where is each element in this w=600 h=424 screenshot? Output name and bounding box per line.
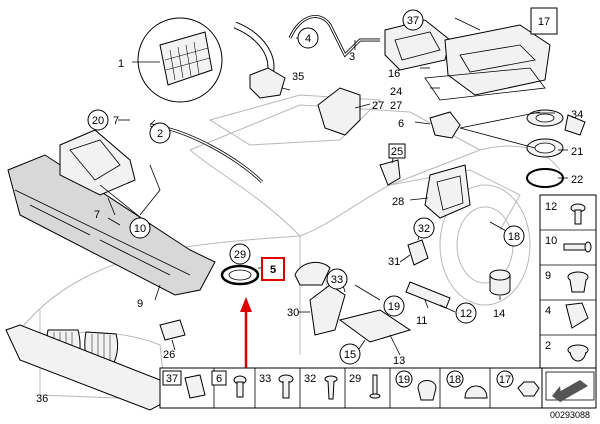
callout-4: 4 <box>305 33 311 45</box>
callout-13: 13 <box>393 355 405 367</box>
pad-15 <box>338 309 412 343</box>
callout-5: 5 <box>270 264 276 276</box>
detail-inset <box>137 17 275 103</box>
bracket-6 <box>429 111 461 139</box>
legend-10: 10 <box>545 235 557 247</box>
callout-18: 18 <box>508 231 520 243</box>
screw-6-icon <box>233 375 247 398</box>
callout-15: 15 <box>344 349 356 361</box>
drawing-number-block: 00293088 <box>545 371 595 420</box>
circled-callouts: 4 2 20 10 29 33 32 19 12 15 18 37 <box>87 9 525 365</box>
plug-19-icon <box>417 380 437 401</box>
clip-4-icon <box>565 302 589 329</box>
callout-25: 25 <box>391 146 403 158</box>
filler-flap <box>424 164 471 219</box>
legend-32: 32 <box>304 373 316 385</box>
bracket-30 <box>309 284 346 336</box>
legend-12: 12 <box>545 201 557 213</box>
bracket-35 <box>249 67 286 99</box>
leader-lines <box>107 15 568 356</box>
clip-26 <box>159 319 186 341</box>
callout-11: 11 <box>416 315 427 327</box>
callout-26: 26 <box>163 349 175 361</box>
callout-3: 3 <box>349 51 355 63</box>
callout-2: 2 <box>157 128 163 140</box>
callout-14: 14 <box>493 308 505 320</box>
legend-29: 29 <box>349 373 361 385</box>
boxed-callouts: 17 25 5 <box>261 7 558 281</box>
grommet-2-icon <box>567 344 589 362</box>
callout-27: 27 <box>372 100 384 112</box>
callout-17: 17 <box>538 16 550 28</box>
highlight-arrow <box>240 297 252 375</box>
callout-27b: 27 <box>390 100 402 112</box>
callout-20: 20 <box>92 115 104 127</box>
callout-29: 29 <box>234 249 246 261</box>
callout-31: 31 <box>388 256 400 268</box>
legend-18: 18 <box>449 374 461 386</box>
legend-9: 9 <box>545 270 551 282</box>
callout-16: 16 <box>388 68 400 80</box>
callout-labels: 1 7 3 35 27 23 16 24 27 6 34 21 22 28 7 … <box>36 16 583 405</box>
seal-24 <box>424 67 546 101</box>
callout-32: 32 <box>418 223 430 235</box>
callout-6: 6 <box>398 118 404 130</box>
callout-9: 9 <box>137 298 143 310</box>
callout-36: 36 <box>36 393 48 405</box>
clip-31 <box>407 239 429 266</box>
legend-33: 33 <box>259 373 271 385</box>
bracket-25 <box>379 159 401 186</box>
callout-33: 33 <box>331 274 343 286</box>
screw-33-icon <box>278 374 294 399</box>
bracket-27 <box>317 87 361 136</box>
callout-34: 34 <box>571 109 583 121</box>
callout-12: 12 <box>460 308 472 320</box>
callout-37: 37 <box>407 15 419 27</box>
ring-parts <box>526 109 586 188</box>
side-legend: 12 10 9 4 2 <box>539 194 597 371</box>
legend-37: 37 <box>166 373 178 385</box>
callout-30: 30 <box>287 307 299 319</box>
callout-1: 1 <box>118 58 124 70</box>
callout-22: 22 <box>571 174 583 186</box>
pin-10-icon <box>563 241 592 253</box>
legend-19: 19 <box>398 374 410 386</box>
drawing-number: 00293088 <box>550 410 590 420</box>
bottom-legend: 37 6 33 32 29 19 18 <box>159 367 543 409</box>
legend-17: 17 <box>499 374 511 386</box>
strip-11 <box>405 281 451 309</box>
screw-32-icon <box>324 375 338 400</box>
clip-9-icon <box>567 271 589 293</box>
side-mirror <box>294 261 331 286</box>
spring-clip-icon <box>184 374 206 399</box>
pin-29-icon <box>369 374 381 399</box>
callout-28: 28 <box>392 196 404 208</box>
legend-4: 4 <box>545 305 551 317</box>
callout-10: 10 <box>134 223 146 235</box>
callout-24: 24 <box>390 86 402 98</box>
cap-18-icon <box>464 385 488 399</box>
bolt-12-icon <box>570 203 586 225</box>
cap-14 <box>489 269 511 296</box>
callout-19c: 19 <box>388 301 400 313</box>
callout-8: 7 <box>113 115 119 127</box>
cowl-panel-edge <box>14 189 191 276</box>
nut-17-icon <box>517 381 540 397</box>
callout-35: 35 <box>292 71 304 83</box>
legend-2: 2 <box>545 340 551 352</box>
legend-6: 6 <box>216 373 222 385</box>
callout-7: 7 <box>94 209 100 221</box>
battery-box <box>444 24 551 96</box>
callout-21: 21 <box>571 146 583 158</box>
